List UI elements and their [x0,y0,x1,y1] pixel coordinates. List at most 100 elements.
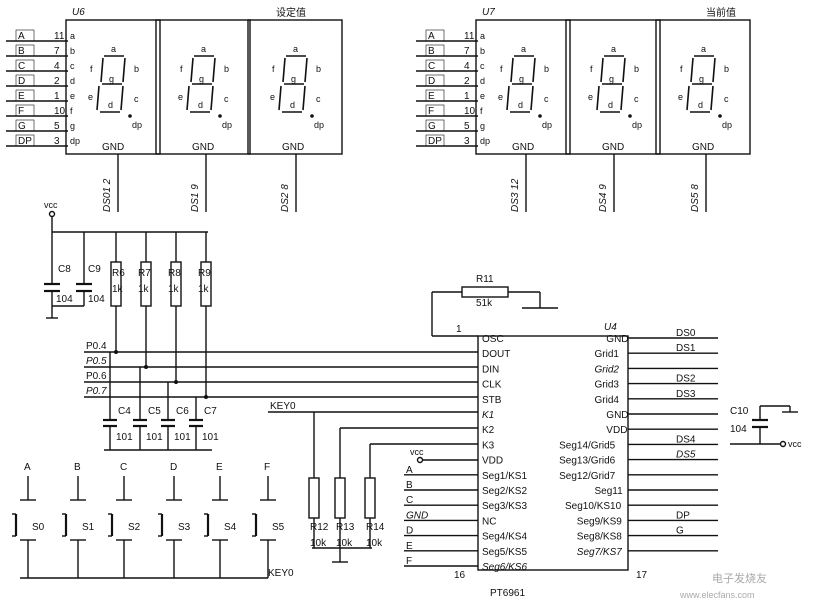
pullup-name: R7 [138,268,151,279]
key-resistor-name: R12 [310,522,329,533]
pin-box [15,119,35,132]
key-resistor-value: 10k [336,538,353,549]
pin-number: 3 [54,136,60,147]
u4-right-net: DS3 [676,389,696,400]
u4-left-pin-name: Seg2/KS2 [482,486,527,497]
pin-seg-name: G [18,121,26,132]
switch-top-label[interactable]: F [264,462,270,473]
pin-box [425,104,445,117]
pin-box [15,134,35,147]
digit-seg-label: g [519,74,524,84]
switch-top-label[interactable]: B [74,462,81,473]
u4-left-pin-name: K2 [482,425,495,436]
pin-box [15,44,35,57]
u6-ds01-label: DS01 2 [102,178,113,212]
pin-seg-name: C [18,61,25,72]
pin-number: 7 [464,46,470,57]
u4-left-net: F [406,556,412,567]
pin-number: 7 [54,46,60,57]
pin-seg-letter: f [70,106,73,116]
digit-seg-label: dp [314,120,324,130]
pin-box [15,59,35,72]
digit-seg-label: b [544,64,549,74]
pullup-value: 1k [138,284,150,295]
u4-right-pin-name: Seg7/KS7 [577,547,622,558]
u4-left-net: E [406,541,413,552]
digit-seg-label: g [109,74,114,84]
digit-seg-label: c [724,94,729,104]
key-resistor-value: 10k [366,538,383,549]
key-resistor-body [334,477,346,519]
switch-name[interactable]: S5 [272,522,285,533]
pin-seg-name: E [18,91,25,102]
digit-seg-label: dp [222,120,232,130]
digit-seg-label: d [198,100,203,110]
switch-name[interactable]: S3 [178,522,191,533]
pin-box [15,29,35,42]
pin-box [425,119,445,132]
bus-p04: P0.4 [86,341,107,352]
switch-top-label[interactable]: C [120,462,127,473]
switch-name[interactable]: S2 [128,522,141,533]
u7-label: U7 [482,7,495,18]
switch-name[interactable]: S0 [32,522,45,533]
u4-pin17: 17 [636,570,648,581]
pin-number: 2 [464,76,470,87]
pin-number: 1 [54,91,60,102]
digit-seg-label: c [316,94,321,104]
key0-label-top: KEY0 [270,401,296,412]
r11-label: R11 [476,274,494,285]
bus-cap-value: 101 [202,432,219,443]
digit-seg-label: b [134,64,139,74]
u7-gnd-2: GND [602,142,624,153]
switch-top-label[interactable]: A [24,462,31,473]
u4-right-net: DS4 [676,434,696,445]
pin-seg-letter: c [70,61,75,71]
u4-right-pin-name: Grid4 [595,395,620,406]
u4-left-pin-name: OSC [482,334,504,345]
digit-seg-label: f [590,64,593,74]
pullup-value: 1k [168,284,180,295]
pin-seg-name: DP [18,136,32,147]
c10-value: 104 [730,424,747,435]
digit-seg-label: g [199,74,204,84]
switch-name[interactable]: S1 [82,522,95,533]
pin-seg-name: C [428,61,435,72]
u4-left-pin-name: Seg3/KS3 [482,501,527,512]
switch-name[interactable]: S4 [224,522,237,533]
bus-p05: P0.5 [86,356,107,367]
pullup-name: R9 [198,268,211,279]
digit-seg-label: d [290,100,295,110]
u4-left-pin-name: NC [482,516,496,527]
pullup-name: R6 [112,268,125,279]
u7-digit-1 [475,19,571,155]
u4-right-pins: GNDGrid1Grid2Grid3Grid4GNDVDDSeg14/Grid5… [559,334,718,558]
pin-seg-letter: a [70,31,75,41]
digit-seg-label: f [180,64,183,74]
u6-ds1-label: DS1 9 [190,184,201,212]
u7-gnd-3: GND [692,142,714,153]
u4-left-pins: OSCDOUTDINCLKSTBK1K2K3VDDSeg1/KS1ASeg2/K… [404,334,527,573]
key-resistor-body [364,477,376,519]
digit-seg-label: dp [632,120,642,130]
digit-seg-label: f [680,64,683,74]
switch-top-label[interactable]: E [216,462,223,473]
pin-seg-letter: g [70,121,75,131]
switch-top-label[interactable]: D [170,462,177,473]
r11-value: 51k [476,298,493,309]
pin-seg-letter: d [70,76,75,86]
digit-seg-label: g [291,74,296,84]
bus-cap-name: C5 [148,406,161,417]
bus-cap-value: 101 [174,432,191,443]
u4-left-pin-name: STB [482,395,502,406]
pin-seg-name: A [428,31,435,42]
pin-seg-letter: dp [70,136,80,146]
digit-seg-label: e [88,92,93,102]
pin-seg-letter: b [70,46,75,56]
digit-dp-dot [718,114,722,118]
